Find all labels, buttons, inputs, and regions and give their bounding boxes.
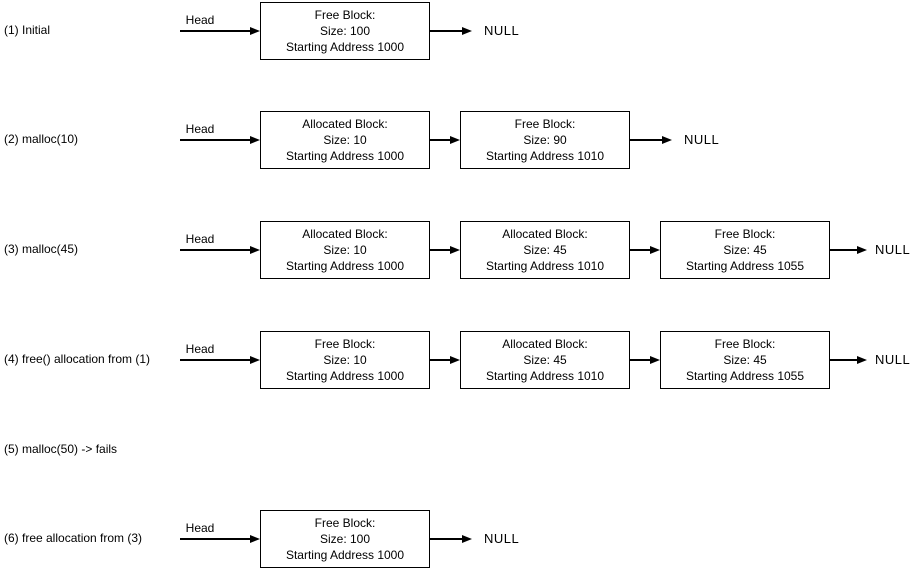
next-arrow-head: [450, 136, 460, 144]
block-size: Size: 10: [323, 353, 367, 367]
head-arrow-head: [250, 27, 260, 35]
null-label: NULL: [484, 531, 520, 546]
null-arrow-head: [857, 356, 867, 364]
block-address: Starting Address 1000: [285, 40, 405, 54]
head-arrow-head: [250, 246, 260, 254]
next-arrow-line: [430, 249, 450, 251]
block-address: Starting Address 1000: [285, 369, 405, 383]
block-title: Free Block:: [314, 516, 376, 530]
block-size: Size: 100: [319, 24, 371, 38]
step-label: (4) free() allocation from (1): [4, 352, 151, 366]
next-arrow-head: [450, 246, 460, 254]
block-size: Size: 10: [323, 133, 367, 147]
next-arrow-line: [630, 249, 650, 251]
null-arrow-line: [830, 359, 857, 361]
block-title: Free Block:: [314, 337, 376, 351]
memory-block-node: Allocated Block: Size: 45 Starting Addre…: [460, 331, 630, 389]
step-label: (2) malloc(10): [4, 132, 79, 146]
null-arrow-head: [462, 535, 472, 543]
null-label: NULL: [875, 352, 911, 367]
null-arrow-head: [662, 136, 672, 144]
block-size: Size: 45: [723, 353, 767, 367]
null-arrow-line: [830, 249, 857, 251]
null-arrow-head: [857, 246, 867, 254]
block-title: Allocated Block:: [302, 117, 388, 131]
block-size: Size: 100: [319, 532, 371, 546]
memory-block-node: Free Block: Size: 100 Starting Address 1…: [260, 510, 430, 568]
block-size: Size: 45: [723, 243, 767, 257]
head-arrow-line: [180, 359, 250, 361]
block-size: Size: 10: [323, 243, 367, 257]
head-arrow-line: [180, 249, 250, 251]
block-address: Starting Address 1010: [485, 259, 605, 273]
block-address: Starting Address 1010: [485, 369, 605, 383]
step-label: (5) malloc(50) -> fails: [4, 442, 118, 456]
memory-block-node: Allocated Block: Size: 45 Starting Addre…: [460, 221, 630, 279]
next-arrow-head: [450, 356, 460, 364]
null-arrow-line: [430, 30, 462, 32]
null-arrow-line: [430, 538, 462, 540]
block-size: Size: 45: [523, 243, 567, 257]
block-title: Free Block:: [514, 117, 576, 131]
head-label: Head: [185, 122, 215, 136]
block-title: Allocated Block:: [502, 337, 588, 351]
block-address: Starting Address 1055: [685, 369, 805, 383]
next-arrow-line: [430, 139, 450, 141]
head-arrow-head: [250, 356, 260, 364]
step-label: (3) malloc(45): [4, 242, 79, 256]
step-label: (1) Initial: [4, 23, 51, 37]
block-title: Allocated Block:: [302, 227, 388, 241]
null-label: NULL: [684, 132, 720, 147]
head-label: Head: [185, 342, 215, 356]
step-label: (6) free allocation from (3): [4, 531, 143, 545]
memory-block-node: Allocated Block: Size: 10 Starting Addre…: [260, 221, 430, 279]
memory-block-node: Free Block: Size: 100 Starting Address 1…: [260, 2, 430, 60]
block-size: Size: 90: [523, 133, 567, 147]
null-arrow-head: [462, 27, 472, 35]
head-arrow-line: [180, 30, 250, 32]
head-arrow-head: [250, 535, 260, 543]
head-label: Head: [185, 13, 215, 27]
memory-block-node: Allocated Block: Size: 10 Starting Addre…: [260, 111, 430, 169]
next-arrow-head: [650, 356, 660, 364]
block-size: Size: 45: [523, 353, 567, 367]
block-title: Free Block:: [714, 337, 776, 351]
block-address: Starting Address 1000: [285, 149, 405, 163]
head-label: Head: [185, 521, 215, 535]
memory-block-node: Free Block: Size: 45 Starting Address 10…: [660, 331, 830, 389]
next-arrow-line: [430, 359, 450, 361]
memory-block-node: Free Block: Size: 90 Starting Address 10…: [460, 111, 630, 169]
block-title: Free Block:: [314, 8, 376, 22]
block-title: Allocated Block:: [502, 227, 588, 241]
block-address: Starting Address 1000: [285, 259, 405, 273]
null-arrow-line: [630, 139, 662, 141]
block-address: Starting Address 1000: [285, 548, 405, 562]
head-label: Head: [185, 232, 215, 246]
next-arrow-head: [650, 246, 660, 254]
memory-block-node: Free Block: Size: 45 Starting Address 10…: [660, 221, 830, 279]
head-arrow-line: [180, 538, 250, 540]
memory-block-node: Free Block: Size: 10 Starting Address 10…: [260, 331, 430, 389]
next-arrow-line: [630, 359, 650, 361]
null-label: NULL: [875, 242, 911, 257]
head-arrow-head: [250, 136, 260, 144]
block-address: Starting Address 1055: [685, 259, 805, 273]
head-arrow-line: [180, 139, 250, 141]
null-label: NULL: [484, 23, 520, 38]
block-address: Starting Address 1010: [485, 149, 605, 163]
block-title: Free Block:: [714, 227, 776, 241]
